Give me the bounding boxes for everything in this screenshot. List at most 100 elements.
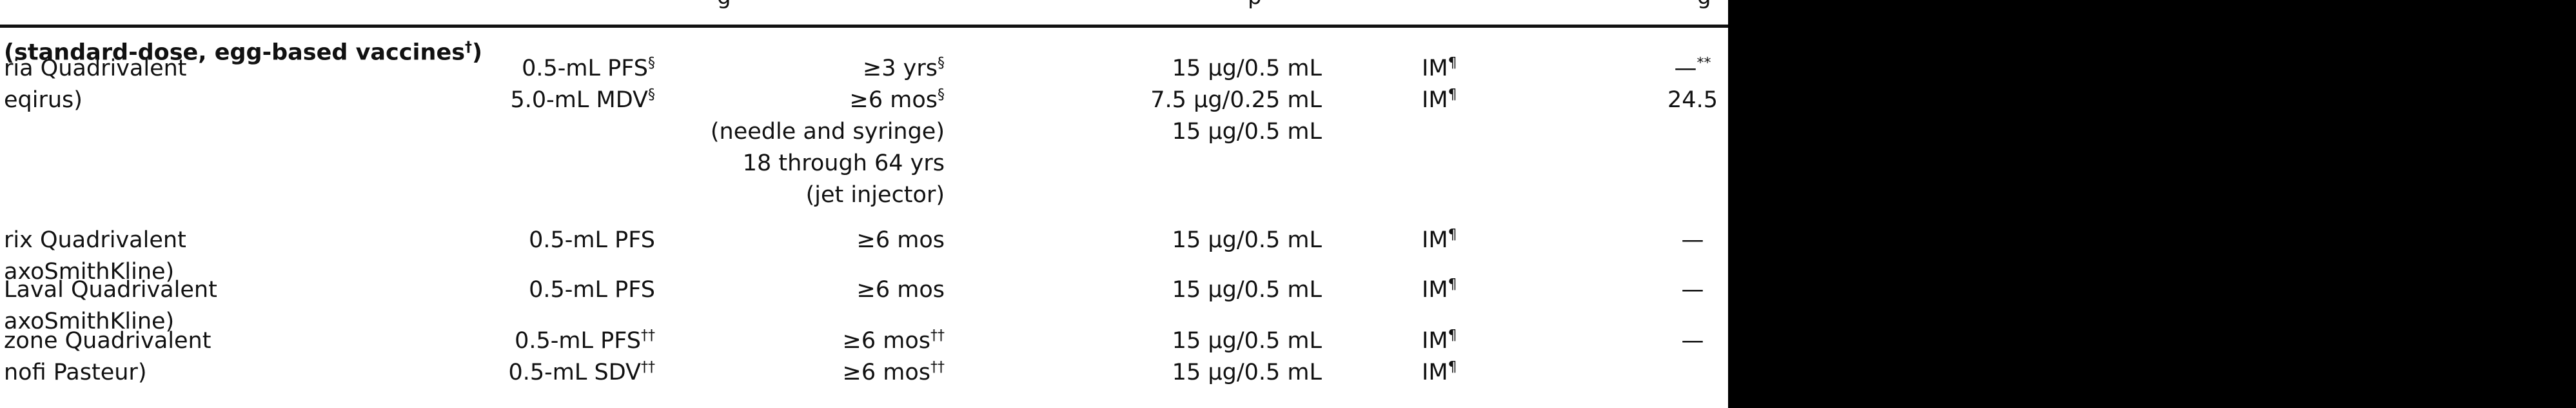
mercury-content-text: —: [1681, 328, 1704, 354]
age-indication-footnote-mark: §: [938, 87, 945, 103]
age-indication-text: ≥6 mos: [856, 277, 945, 303]
route-footnote-mark: ¶: [1448, 87, 1457, 103]
route-cell: IM¶IM¶: [1422, 325, 1457, 389]
header-fragment-right: g: [1697, 0, 1711, 8]
ha-dose-line: 15 μg/0.5 mL: [1150, 116, 1322, 148]
vaccine-name-line: axoSmithKline): [4, 306, 217, 338]
age-indication-line: ≥6 mos††: [843, 325, 945, 357]
ha-dose-text: 15 μg/0.5 mL: [1172, 227, 1322, 253]
age-indication-line: (jet injector): [711, 179, 945, 211]
vaccine-name-cell: zone Quadrivalent nofi Pasteur): [4, 325, 211, 389]
age-indication-cell: ≥6 mos: [857, 225, 945, 256]
age-indication-line: ≥6 mos††: [843, 357, 945, 389]
age-indication-text: ≥6 mos: [842, 328, 930, 354]
mercury-content-text: —: [1681, 227, 1704, 253]
vaccine-name-text: rix Quadrivalent: [4, 227, 186, 253]
vaccine-name-line: nofi Pasteur): [4, 357, 211, 389]
mercury-content-line: —: [1682, 274, 1704, 306]
age-indication-line: ≥6 mos: [857, 225, 945, 256]
route-line: IM¶: [1422, 53, 1457, 85]
section-title-close: ): [472, 39, 483, 66]
age-indication-text: ≥6 mos: [856, 227, 945, 253]
mercury-content-cell: —: [1682, 325, 1704, 357]
ha-dose-text: 15 μg/0.5 mL: [1172, 119, 1322, 145]
presentation-line: 0.5-mL PFS§: [511, 53, 655, 85]
vaccine-name-line: axoSmithKline): [4, 256, 186, 288]
presentation-line: 0.5-mL PFS: [529, 225, 655, 256]
ha-dose-text: 7.5 μg/0.25 mL: [1150, 87, 1322, 113]
vaccine-name-line: rix Quadrivalent: [4, 225, 186, 256]
presentation-footnote-mark: §: [648, 87, 655, 103]
mercury-content-text: —: [1674, 56, 1697, 81]
age-indication-text: (jet injector): [805, 182, 945, 208]
ha-dose-line: 7.5 μg/0.25 mL: [1150, 85, 1322, 116]
age-indication-line: ≥6 mos§: [711, 85, 945, 116]
presentation-text: 0.5-mL SDV: [508, 360, 641, 385]
mercury-content-text: —: [1681, 277, 1704, 303]
route-footnote-mark: ¶: [1448, 276, 1457, 293]
mercury-content-footnote-mark: **: [1696, 55, 1711, 72]
presentation-footnote-mark: §: [648, 55, 655, 72]
vaccine-name-text: axoSmithKline): [4, 259, 175, 285]
document-page: g p g (standard-dose, egg-based vaccines…: [0, 0, 1728, 408]
vaccine-name-text: axoSmithKline): [4, 309, 175, 334]
presentation-line: 0.5-mL SDV††: [508, 357, 655, 389]
table-header-rule: [0, 25, 1728, 28]
vaccine-name-line: eqirus): [4, 85, 187, 116]
ha-dose-text: 15 μg/0.5 mL: [1172, 277, 1322, 303]
route-text: IM: [1422, 56, 1448, 81]
age-indication-text: ≥6 mos: [849, 87, 938, 113]
ha-dose-cell: 15 μg/0.5 mL: [1172, 225, 1322, 256]
ha-dose-line: 15 μg/0.5 mL: [1172, 274, 1322, 306]
route-text: IM: [1422, 277, 1448, 303]
ha-dose-text: 15 μg/0.5 mL: [1172, 56, 1322, 81]
route-line: IM¶: [1422, 85, 1457, 116]
presentation-line: 0.5-mL PFS: [529, 274, 655, 306]
route-line: IM¶: [1422, 357, 1457, 389]
route-footnote-mark: ¶: [1448, 327, 1457, 344]
presentation-cell: 0.5-mL PFS††0.5-mL SDV††: [508, 325, 655, 389]
previous-header-line: g p g: [0, 0, 1728, 23]
presentation-cell: 0.5-mL PFS: [529, 274, 655, 306]
age-indication-cell: ≥3 yrs§≥6 mos§(needle and syringe)18 thr…: [711, 53, 945, 211]
presentation-line: 5.0-mL MDV§: [511, 85, 656, 116]
ha-dose-cell: 15 μg/0.5 mL 7.5 μg/0.25 mL 15 μg/0.5 mL: [1150, 53, 1322, 148]
vaccine-name-text: zone Quadrivalent: [4, 328, 211, 354]
ha-dose-line: 15 μg/0.5 mL: [1172, 225, 1322, 256]
vaccine-name-cell: ria Quadrivalent eqirus): [4, 53, 187, 116]
section-title: (standard-dose, egg-based vaccines: [4, 39, 466, 66]
ha-dose-text: 15 μg/0.5 mL: [1172, 360, 1322, 385]
header-fragment-mid: p: [1248, 0, 1262, 8]
section-heading: (standard-dose, egg-based vaccines†): [4, 26, 482, 75]
ha-dose-cell: 15 μg/0.5 mL: [1172, 274, 1322, 306]
route-cell: IM¶: [1422, 274, 1457, 306]
age-indication-line: 18 through 64 yrs: [711, 148, 945, 179]
age-indication-cell: ≥6 mos††≥6 mos††: [843, 325, 945, 389]
age-indication-line: ≥6 mos: [857, 274, 945, 306]
mercury-content-line: 24.5: [1667, 85, 1718, 116]
route-text: IM: [1422, 360, 1448, 385]
age-indication-line: (needle and syringe): [711, 116, 945, 148]
mercury-content-cell: —** 24.5: [1667, 53, 1718, 116]
mercury-content-cell: —: [1682, 225, 1704, 256]
age-indication-footnote-mark: ††: [930, 359, 945, 376]
age-indication-text: 18 through 64 yrs: [742, 150, 945, 176]
ha-dose-line: 15 μg/0.5 mL: [1172, 325, 1322, 357]
vaccine-name-text: eqirus): [4, 87, 83, 113]
presentation-text: 0.5-mL PFS: [529, 277, 655, 303]
mercury-content-line: —: [1682, 225, 1704, 256]
route-line: IM¶: [1422, 225, 1457, 256]
age-indication-cell: ≥6 mos: [857, 274, 945, 306]
presentation-line: 0.5-mL PFS††: [508, 325, 655, 357]
ha-dose-cell: 15 μg/0.5 mL 15 μg/0.5 mL: [1172, 325, 1322, 389]
vaccine-name-cell: rix Quadrivalent axoSmithKline): [4, 225, 186, 288]
vaccine-name-text: ria Quadrivalent: [4, 56, 187, 81]
vaccine-name-text: nofi Pasteur): [4, 360, 147, 385]
route-line: IM¶: [1422, 274, 1457, 306]
ha-dose-text: 15 μg/0.5 mL: [1172, 328, 1322, 354]
route-footnote-mark: ¶: [1448, 227, 1457, 243]
header-fragment-left: g: [717, 0, 731, 8]
mercury-content-line: —: [1682, 325, 1704, 357]
route-footnote-mark: ¶: [1448, 55, 1457, 72]
